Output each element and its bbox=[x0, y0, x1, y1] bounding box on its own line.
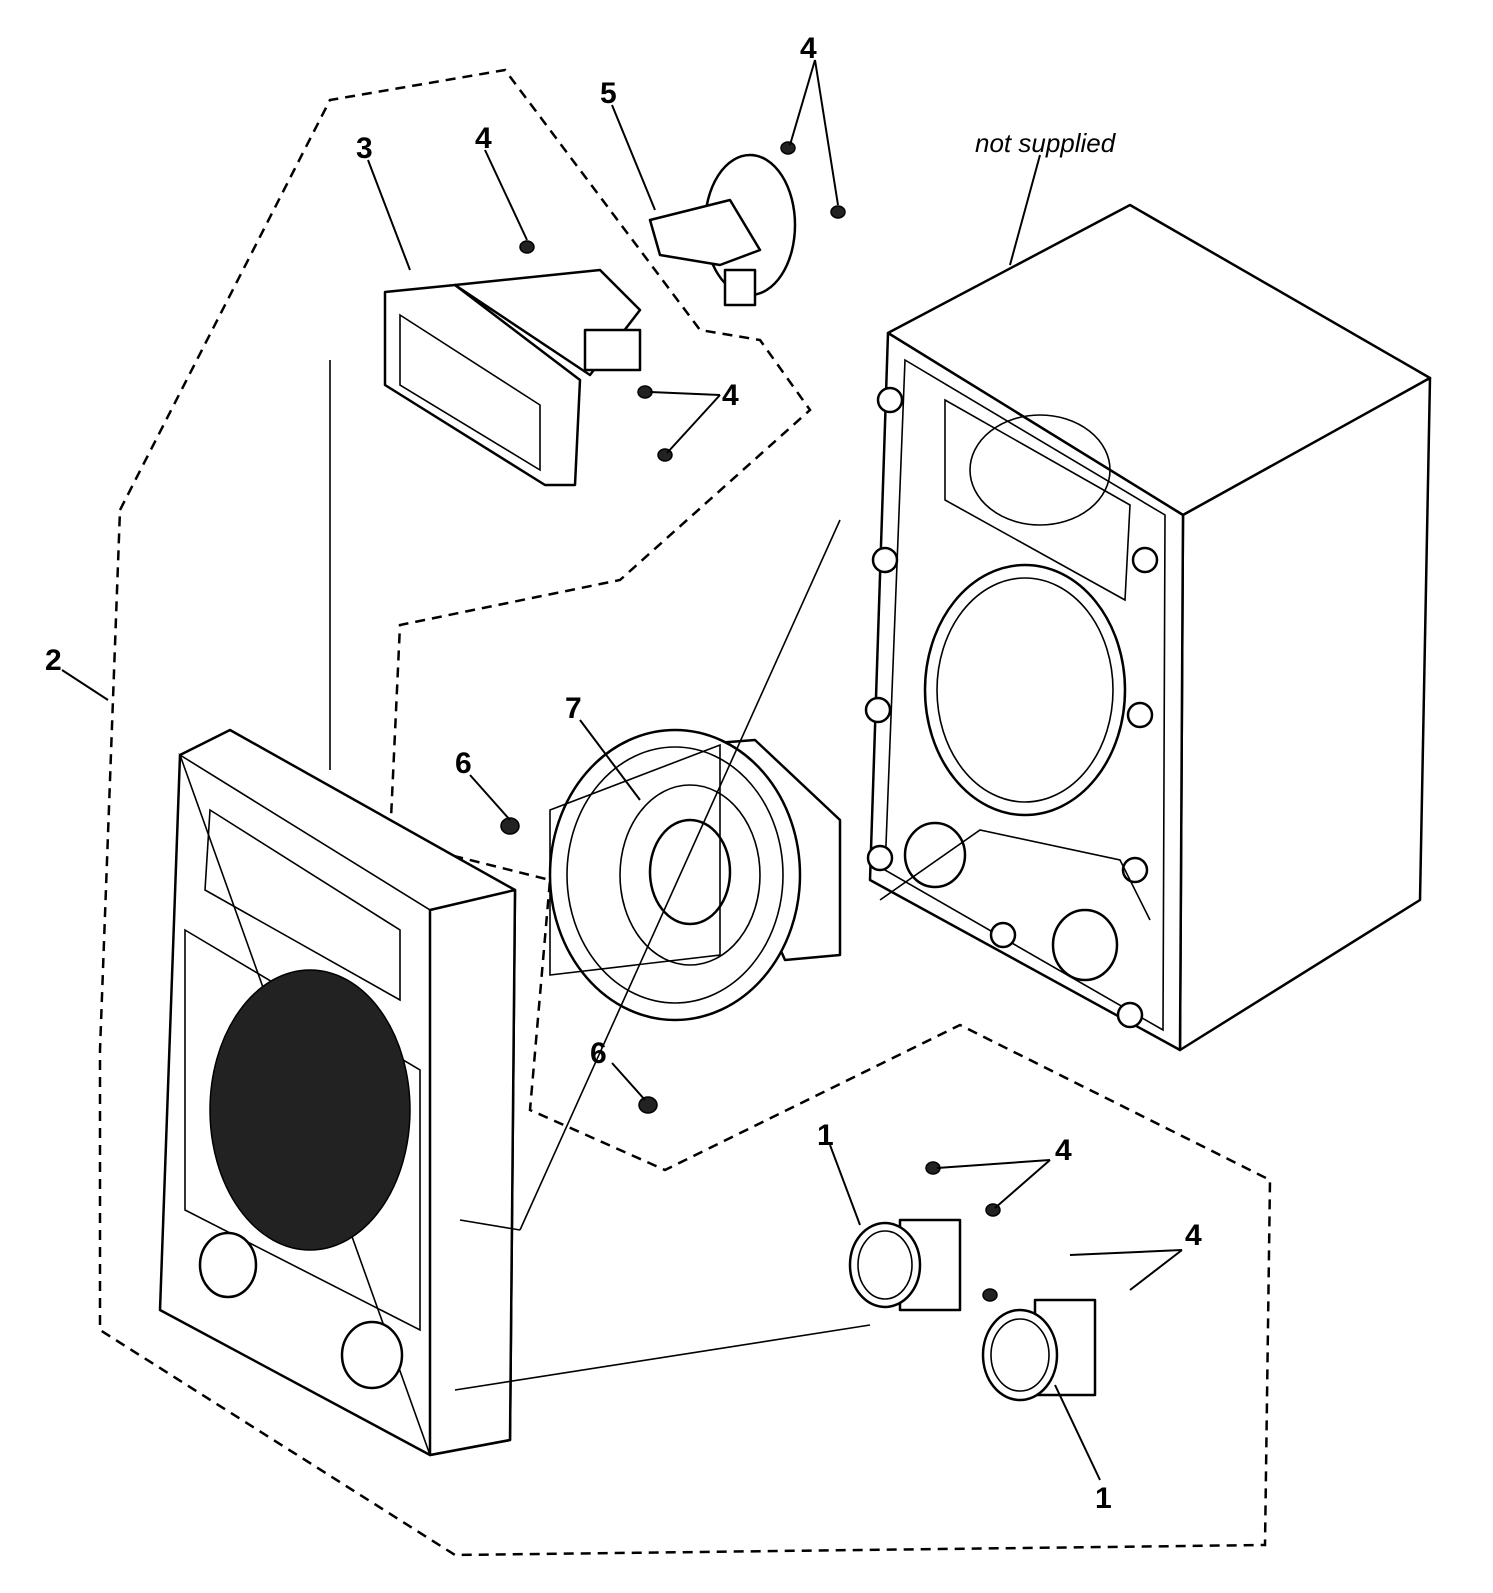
horn-tweeter bbox=[383, 268, 642, 487]
bass-port-lower bbox=[981, 1298, 1097, 1402]
callout-2: 2 bbox=[45, 644, 62, 677]
callout-5: 5 bbox=[600, 77, 617, 110]
callout-1-lower: 1 bbox=[1095, 1482, 1112, 1515]
compression-driver bbox=[648, 153, 797, 307]
callout-6-lower: 6 bbox=[590, 1037, 607, 1070]
woofer bbox=[548, 728, 842, 1022]
callout-4-horn-top: 4 bbox=[475, 122, 492, 155]
callout-labels: 1 1 2 3 4 4 4 4 4 5 6 6 7 bbox=[45, 32, 1202, 1515]
front-baffle bbox=[158, 728, 517, 1457]
callout-3: 3 bbox=[356, 132, 373, 165]
not-supplied-note: not supplied bbox=[975, 128, 1117, 158]
not-supplied-leader bbox=[1009, 154, 1041, 266]
callout-6-upper: 6 bbox=[455, 747, 472, 780]
callout-4-port-lower: 4 bbox=[1185, 1219, 1202, 1252]
callout-7: 7 bbox=[565, 692, 582, 725]
callout-1-upper: 1 bbox=[817, 1119, 834, 1152]
callout-4-port-upper: 4 bbox=[1055, 1134, 1072, 1167]
bass-port-upper bbox=[848, 1218, 962, 1312]
leader-lines bbox=[61, 59, 1183, 1481]
cabinet-bolts bbox=[864, 386, 1159, 1029]
speaker-cabinet bbox=[864, 203, 1432, 1052]
callout-4-horn-side: 4 bbox=[722, 379, 739, 412]
callout-4-driver: 4 bbox=[800, 32, 817, 65]
